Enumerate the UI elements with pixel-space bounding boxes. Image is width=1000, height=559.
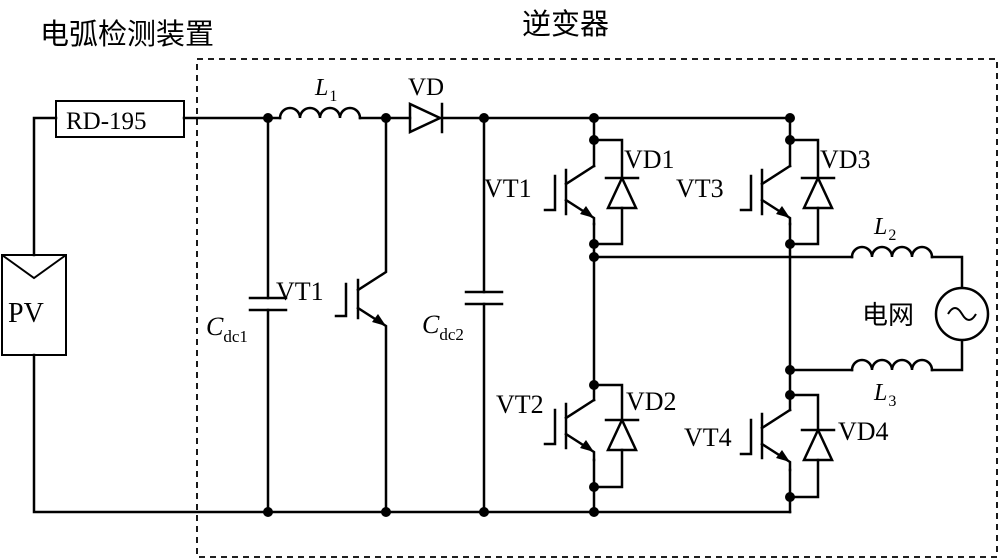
- inductor-l3: L3: [850, 358, 934, 410]
- igbt-vt4: VT4: [684, 393, 792, 472]
- inductor-l2-label: L2: [873, 214, 896, 244]
- boost-switch: VT1: [276, 116, 388, 514]
- diode-vd4: VD4: [788, 393, 889, 499]
- vd1-label: VD1: [624, 145, 675, 174]
- pv-positive-wire: [32, 116, 58, 257]
- diode-vd3: VD3: [788, 138, 871, 246]
- igbt-vt2: VT2: [496, 383, 596, 462]
- vt3-label: VT3: [676, 174, 724, 203]
- grid-wire-bottom: [930, 338, 964, 372]
- inverter-title: 逆变器: [522, 7, 609, 41]
- diode-vd1: VD1: [592, 138, 675, 246]
- vt4-label: VT4: [684, 423, 732, 452]
- grid-label: 电网: [862, 301, 914, 331]
- pv-label: PV: [8, 298, 44, 329]
- igbt-vt1: VT1: [484, 164, 596, 226]
- boost-switch-label: VT1: [276, 277, 324, 306]
- capacitor-cdc2: Cdc2: [422, 116, 504, 514]
- boost-diode-label: VD: [408, 74, 444, 101]
- vd3-label: VD3: [820, 145, 871, 174]
- inductor-l2: L2: [850, 214, 934, 259]
- rd-module-label: RD-195: [66, 108, 147, 135]
- diode-vd2: VD2: [592, 383, 677, 489]
- inductor-l1: L1: [278, 75, 362, 120]
- cap-dc2-label: Cdc2: [422, 310, 464, 344]
- inverter-boundary: [196, 58, 998, 558]
- pv-panel: PV: [1, 254, 67, 356]
- rd-module: RD-195: [55, 100, 185, 138]
- sine-wave-icon: [947, 307, 977, 321]
- igbt-vt3: VT3: [676, 164, 792, 226]
- inductor-l1-label: L1: [314, 75, 337, 105]
- junction-dots: [263, 113, 795, 517]
- vd2-label: VD2: [626, 387, 677, 416]
- arc-detector-title: 电弧检测装置: [40, 17, 214, 51]
- vt1-label: VT1: [484, 174, 532, 203]
- inductor-l3-label: L3: [873, 380, 896, 410]
- boost-diode: VD: [408, 74, 444, 134]
- cap-dc1-label: Cdc1: [206, 312, 248, 346]
- ac-grid-source: 电网: [862, 286, 990, 342]
- capacitor-cdc1: Cdc1: [206, 116, 288, 514]
- vd4-label: VD4: [838, 417, 889, 446]
- vt2-label: VT2: [496, 390, 544, 419]
- negative-bus: [32, 353, 792, 514]
- grid-wire-top: [930, 255, 964, 290]
